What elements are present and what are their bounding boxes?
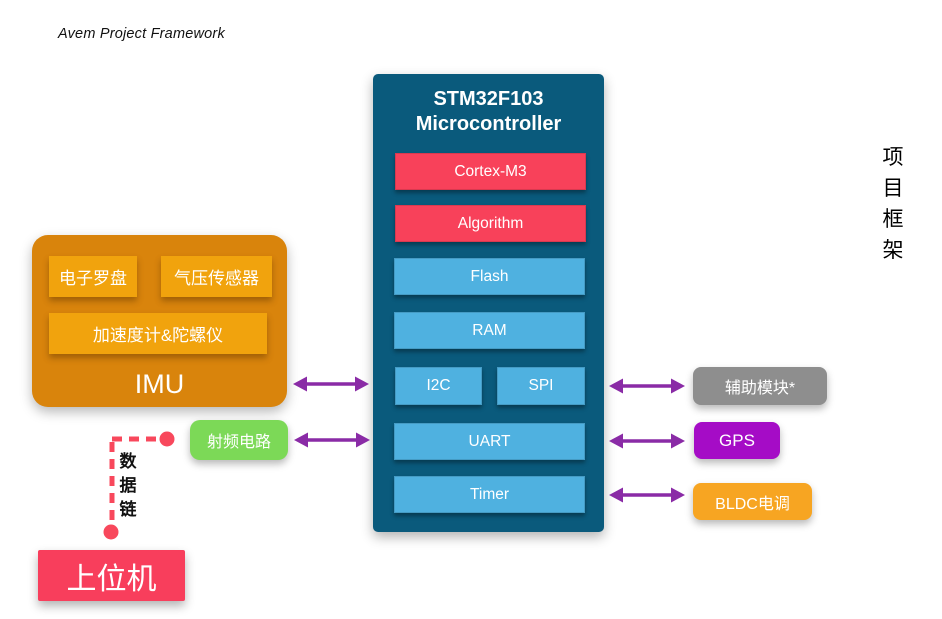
mcu-block: STM32F103 Microcontroller Cortex-M3 Algo…: [373, 74, 604, 532]
dashed-link-icon: [103, 431, 175, 540]
double-arrow-icon: [609, 487, 685, 503]
chip-uart: UART: [394, 423, 585, 460]
bidirectional-arrow-spi-aux: [609, 376, 685, 396]
chip-cortex-m3: Cortex-M3: [395, 153, 586, 190]
data-link-connector: [98, 425, 184, 552]
data-link-char: 数: [119, 452, 137, 471]
sensor-barometer: 气压传感器: [161, 256, 272, 297]
double-arrow-icon: [294, 432, 370, 448]
aux-module-block: 辅助模块*: [693, 367, 827, 405]
gps-block: GPS: [694, 422, 780, 459]
bidirectional-arrow-uart-gps: [609, 431, 685, 451]
diagram-caption: Avem Project Framework: [58, 26, 225, 42]
bidirectional-arrow-imu-mcu: [293, 374, 369, 394]
mcu-title-line1: STM32F103: [433, 88, 544, 110]
host-computer-block: 上位机: [38, 550, 185, 601]
chip-ram: RAM: [394, 312, 585, 349]
mcu-title-line2: Microcontroller: [415, 113, 562, 135]
imu-block: 电子罗盘 气压传感器 加速度计&陀螺仪 IMU: [32, 235, 287, 407]
bldc-esc-block: BLDC电调: [693, 483, 812, 520]
sensor-accel-gyro: 加速度计&陀螺仪: [49, 313, 267, 354]
imu-label: IMU: [134, 369, 185, 399]
chip-timer: Timer: [394, 476, 585, 513]
bidirectional-arrow-rf-uart: [294, 430, 370, 450]
double-arrow-icon: [609, 378, 685, 394]
side-title-char: 项: [882, 146, 904, 169]
side-title: 项 目 框 架: [880, 142, 906, 266]
data-link-char: 链: [119, 500, 137, 519]
double-arrow-icon: [609, 433, 685, 449]
side-title-char: 目: [882, 177, 904, 200]
rf-circuit-block: 射频电路: [190, 420, 288, 460]
mcu-title: STM32F103 Microcontroller: [373, 87, 604, 137]
sensor-compass: 电子罗盘: [49, 256, 137, 297]
chip-spi: SPI: [497, 367, 585, 405]
chip-algorithm: Algorithm: [395, 205, 586, 242]
side-title-char: 架: [882, 239, 904, 262]
chip-i2c: I2C: [395, 367, 482, 405]
data-link-char: 据: [119, 476, 137, 495]
bidirectional-arrow-timer-bldc: [609, 485, 685, 505]
data-link-label: 数 据 链: [117, 450, 139, 522]
double-arrow-icon: [293, 376, 369, 392]
chip-flash: Flash: [394, 258, 585, 295]
side-title-char: 框: [882, 208, 904, 231]
